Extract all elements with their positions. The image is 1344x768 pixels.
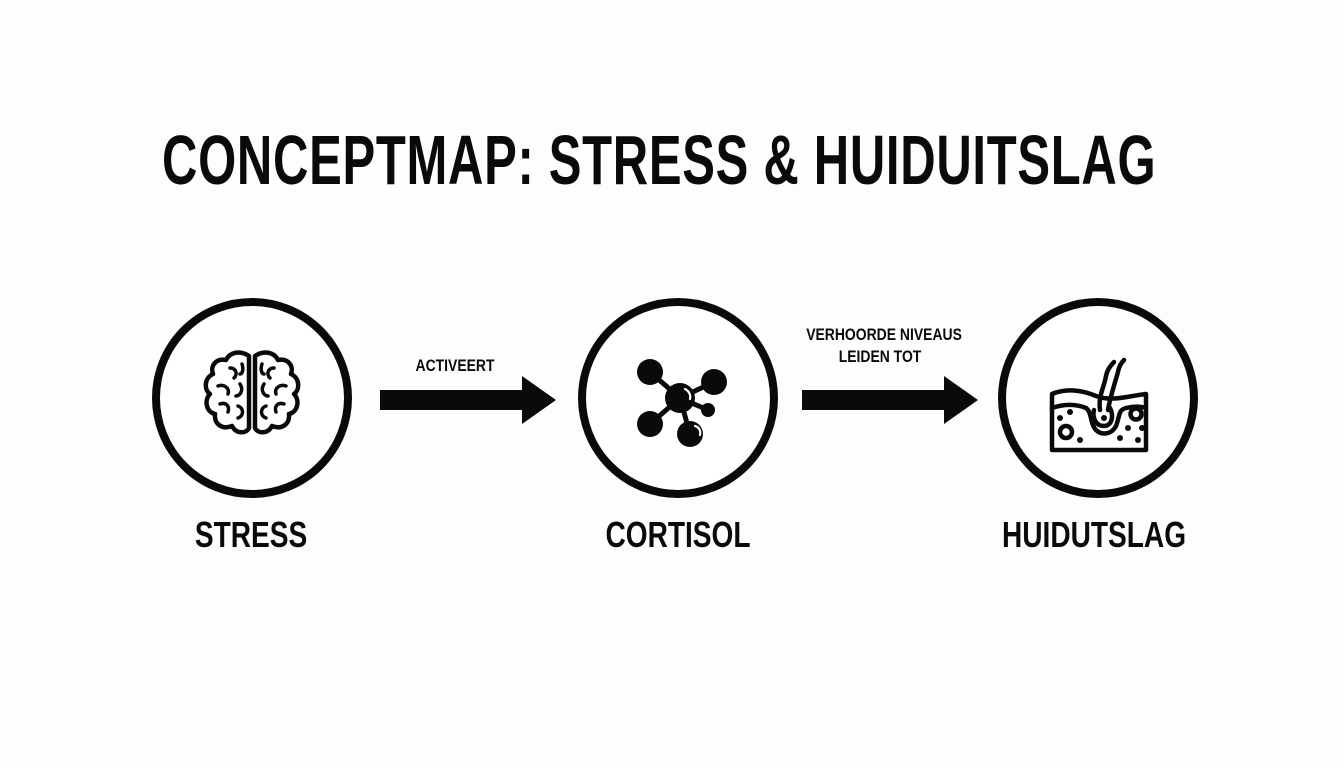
edge-label-verhoorde-niveaus: VERHOORDE NIVEAUS LEIDEN TOT bbox=[806, 325, 962, 366]
node-label-huiduitslag: HUIDUTSLAG bbox=[1001, 514, 1187, 555]
node-label-stress: STRESS bbox=[194, 514, 308, 555]
molecule-icon bbox=[637, 359, 727, 447]
node-label-cortisol: CORTISOL bbox=[605, 514, 751, 555]
node-cortisol bbox=[578, 298, 778, 498]
node-huiduitslag bbox=[998, 298, 1198, 498]
page-title: CONCEPTMAP: STRESS & HUIDUITSLAG bbox=[162, 121, 1157, 199]
brain-icon bbox=[203, 350, 301, 435]
arrow-right-icon bbox=[380, 376, 556, 424]
edge-label-activeert: ACTIVEERT bbox=[415, 356, 495, 375]
arrow-right-icon bbox=[802, 376, 978, 424]
skin-layer-icon bbox=[1049, 357, 1149, 453]
node-stress bbox=[152, 298, 352, 498]
